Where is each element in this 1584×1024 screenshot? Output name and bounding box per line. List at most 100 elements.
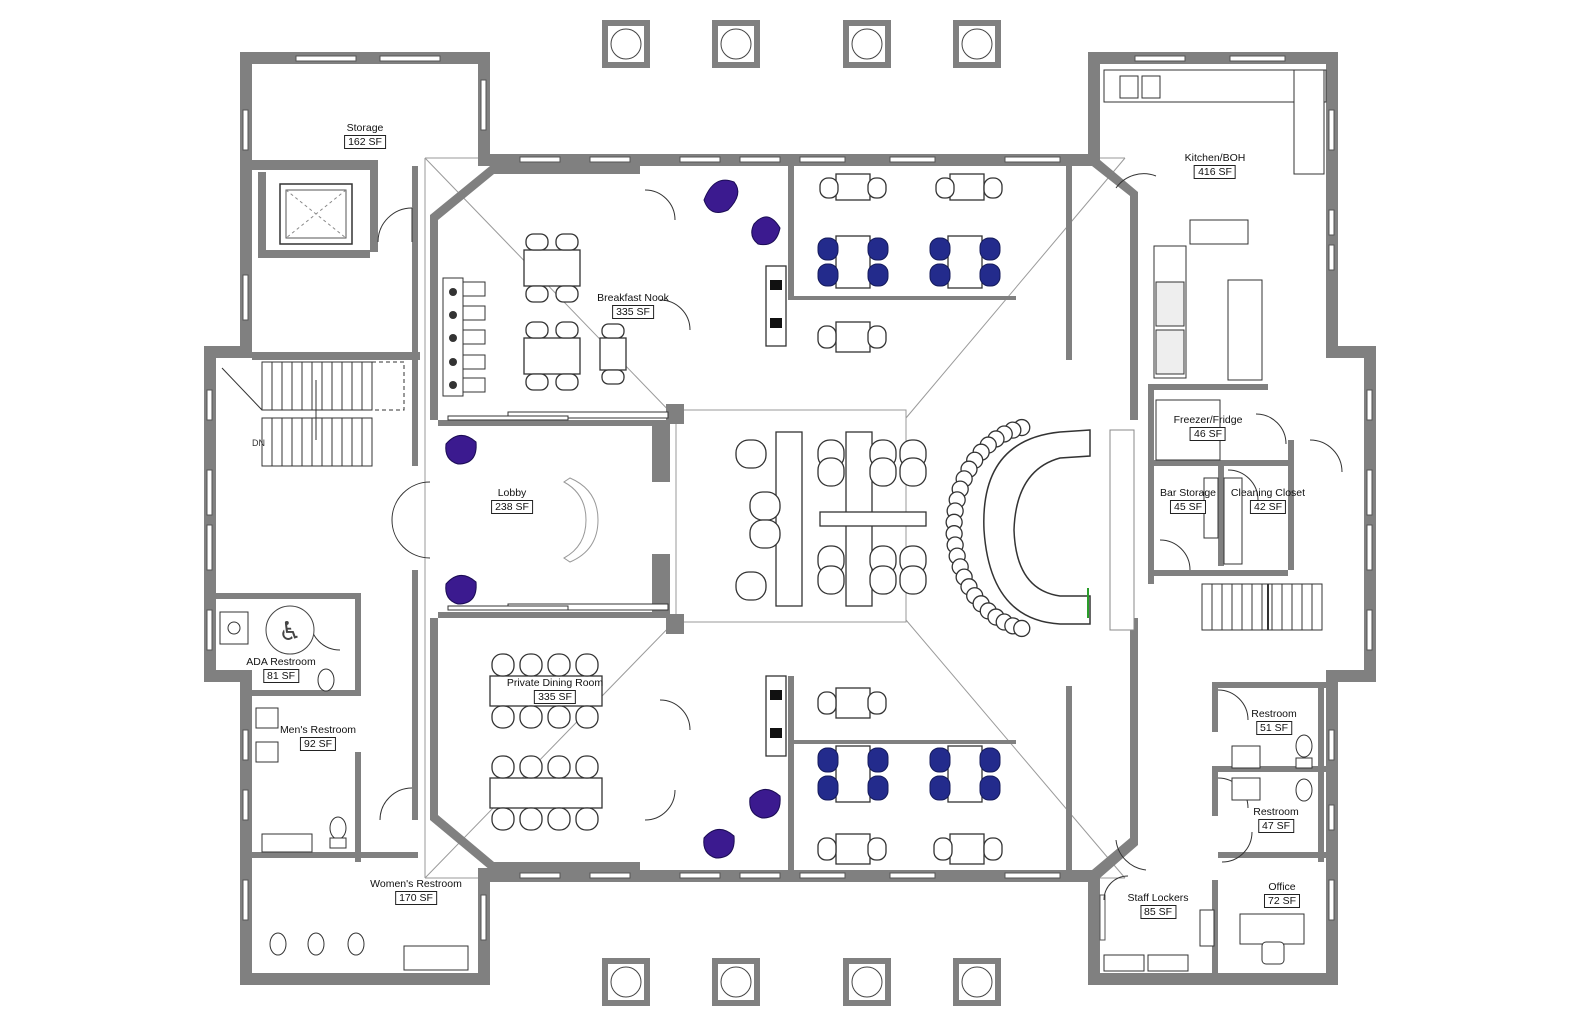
table: [835, 235, 871, 289]
room-area: 162 SF: [344, 135, 386, 149]
sliding-doors: [447, 411, 669, 611]
room-name: Cleaning Closet: [1230, 487, 1306, 499]
chair: [869, 565, 897, 595]
table: [835, 173, 871, 201]
chair: [817, 691, 837, 715]
chair: [979, 775, 1001, 801]
bar-stools: [945, 418, 1031, 638]
room-name: Storage: [346, 122, 384, 134]
chair: [519, 807, 543, 831]
table: [835, 321, 871, 353]
room-name: Lobby: [497, 487, 527, 499]
table: [949, 833, 985, 865]
chair: [491, 653, 515, 677]
chair: [525, 233, 549, 251]
chair: [817, 237, 839, 261]
room-area: 92 SF: [299, 737, 336, 751]
plants: [445, 179, 781, 859]
chair: [979, 237, 1001, 261]
chair: [519, 755, 543, 779]
chair: [867, 237, 889, 261]
wheelchair-icon: ♿: [265, 605, 315, 655]
room-name: ADA Restroom: [246, 656, 316, 668]
chair: [817, 747, 839, 773]
windows: [206, 55, 1373, 941]
chair: [817, 775, 839, 801]
table: [523, 249, 581, 287]
room-name: Breakfast Nook: [597, 292, 669, 304]
chair: [547, 705, 571, 729]
chair: [525, 321, 549, 339]
chair: [817, 837, 837, 861]
interior-walls: [216, 160, 1338, 973]
bar-counter: [983, 429, 1135, 631]
chair: [601, 369, 625, 385]
chair: [575, 755, 599, 779]
table: [523, 337, 581, 375]
chair: [983, 837, 1003, 861]
chair: [869, 457, 897, 487]
booth-back: [775, 431, 803, 607]
chair: [817, 565, 845, 595]
elevator: [279, 183, 353, 245]
room-name: Bar Storage: [1159, 487, 1217, 499]
chair: [867, 177, 887, 199]
chair: [547, 755, 571, 779]
chair: [547, 653, 571, 677]
side-counter: [442, 277, 486, 397]
room-name: Freezer/Fridge: [1173, 414, 1243, 426]
chair: [547, 807, 571, 831]
appliance: [770, 728, 782, 738]
appliance: [770, 318, 782, 328]
chair: [519, 653, 543, 677]
room-area: 46 SF: [1189, 427, 1227, 441]
room-name: Men's Restroom: [279, 724, 357, 736]
room-area: 238 SF: [491, 500, 533, 514]
chair: [867, 325, 887, 349]
chair: [867, 747, 889, 773]
chair: [899, 457, 927, 487]
chair: [575, 653, 599, 677]
chair: [735, 571, 767, 601]
chair: [601, 323, 625, 339]
chair: [979, 747, 1001, 773]
room-area: 42 SF: [1249, 500, 1287, 514]
room-name: Women's Restroom: [370, 878, 462, 890]
chair: [817, 263, 839, 287]
room-area: 85 SF: [1139, 905, 1176, 919]
room-name: Private Dining Room: [506, 677, 604, 689]
chair: [867, 837, 887, 861]
svg-text:♿: ♿: [278, 617, 301, 647]
table: [947, 235, 983, 289]
chair: [525, 285, 549, 303]
chair: [935, 177, 955, 199]
chair: [979, 263, 1001, 287]
room-area: 335 SF: [612, 305, 654, 319]
table: [947, 745, 983, 803]
doors: [309, 173, 1343, 901]
chair: [867, 691, 887, 715]
chair: [519, 705, 543, 729]
chair: [929, 237, 951, 261]
table: [949, 173, 985, 201]
bar-stool: [1013, 619, 1031, 638]
chair: [575, 705, 599, 729]
appliance: [770, 690, 782, 700]
table: [599, 337, 627, 371]
chair: [929, 775, 951, 801]
chair: [867, 263, 889, 287]
stair-direction-label: DN: [252, 438, 265, 448]
room-name: Staff Lockers: [1127, 892, 1189, 904]
room-area: 416 SF: [1194, 165, 1236, 179]
chair: [575, 807, 599, 831]
